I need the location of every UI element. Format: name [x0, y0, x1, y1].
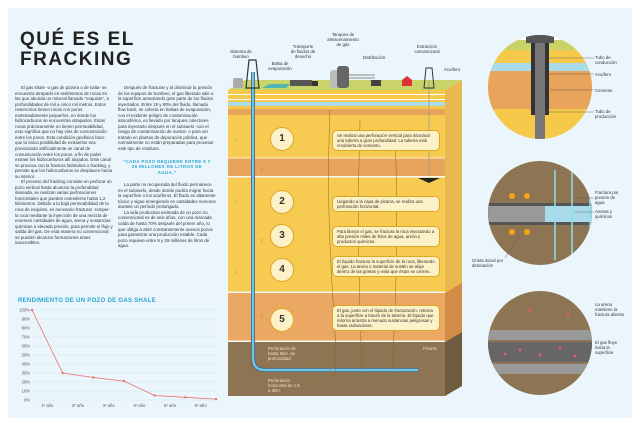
y-tick-label: 30% [22, 371, 31, 376]
label-pump-system: Sistema de bombeo [230, 49, 252, 59]
x-tick-label: 6º año [195, 403, 208, 408]
paragraph: El gas shale -o gas de pizarra o de luti… [15, 85, 112, 179]
detail-circle-gas-flow [488, 291, 592, 395]
label-gas-tanks: Tanques de almacenamiento de gas [327, 32, 359, 47]
step-number: 3 [270, 224, 294, 248]
pull-quote: “CADA POZO REQUIERE ENTRE 9 Y 29 MILLONE… [123, 158, 211, 175]
label-distribution: Distribución [362, 55, 386, 60]
title-line-1: QUÉ ES EL [20, 29, 135, 50]
y-tick-label: 60% [22, 344, 31, 349]
label-gas-flows: El gas fluye hacia la superficie [595, 340, 618, 355]
step-description: El gas, junto con el líquido de fractura… [332, 305, 440, 331]
y-tick-label: 100% [19, 308, 30, 313]
label-conduction-tube: Tubo de conducción [595, 55, 617, 65]
svg-text:↑: ↑ [260, 167, 264, 174]
x-tick-label: 1º año [41, 403, 54, 408]
step-number: 1 [270, 127, 294, 151]
y-tick-label: 80% [22, 326, 31, 331]
y-tick-label: 0% [24, 398, 30, 403]
data-point [30, 308, 34, 312]
label-aquifer: Acuífero [443, 67, 460, 72]
detail-circle-fracture [488, 161, 592, 265]
title-line-2: FRACKING [20, 49, 133, 70]
yield-chart: 0% 10% 20% 30% 40% 50% 60% 70% 80% 90% 100% 1º año 2… [19, 308, 218, 408]
label-evaporation-pond: Balsa de evaporación [268, 61, 292, 71]
data-point [92, 376, 95, 379]
step-description: Para liberar el gas, se fractura la roca… [332, 226, 440, 247]
label-sand-keeps-open: La arena mantiene la fractura abierta [595, 302, 624, 317]
drilling-rig [245, 59, 260, 89]
house [402, 76, 412, 86]
step-description: Llegando a la capa de pizarra, se realiz… [332, 196, 440, 212]
step-number: 2 [270, 190, 294, 214]
gas-tank [337, 66, 349, 88]
data-point [214, 397, 218, 401]
step-description: El líquido fractura la superficie de la … [332, 256, 440, 277]
data-point [184, 396, 187, 399]
y-tick-label: 10% [22, 389, 31, 394]
data-point [153, 394, 156, 397]
truck [290, 80, 312, 86]
label-vertical-depth: Perforación de hasta 5km. de profundidad [268, 346, 296, 361]
label-waste-transport: Transporte de fluidos de desecho [290, 44, 316, 59]
y-tick-label: 50% [22, 353, 31, 358]
svg-text:↑: ↑ [260, 313, 264, 320]
article-column-2: Después de fracturar y al disminuir la p… [118, 85, 216, 249]
evaporation-pond [262, 84, 290, 88]
step-description: Se realiza una perforación vertical para… [332, 130, 440, 151]
gas-pocket [418, 178, 440, 183]
svg-text:←: ← [307, 360, 314, 367]
data-point [61, 371, 64, 375]
article-column-1: El gas shale -o gas de pizarra o de luti… [15, 85, 113, 246]
y-tick-label: 70% [22, 335, 31, 340]
label-conventional-extraction: Extracción convencional [414, 44, 440, 54]
x-tick-label: 3º año [103, 403, 116, 408]
paragraph: La parte no recuperada del fluido perman… [118, 182, 216, 210]
paragraph: La vida productiva estimada de un pozo n… [118, 209, 213, 249]
chart-title: RENDIMIENTO DE UN POZO DE GAS SHALE [18, 298, 157, 304]
y-tick-label: 40% [22, 362, 31, 367]
x-tick-label: 5º año [164, 403, 177, 408]
aquifer-layer [228, 102, 445, 106]
flow-arrows: ↓ ↑ ↓ ↑ ↓ ↑ ↓ ← → [234, 136, 314, 381]
distribution-station [371, 80, 381, 86]
conventional-rig [423, 67, 435, 89]
label-horizontal-length: Perforación horizontal de 1.5 a 3km. [268, 378, 300, 393]
paragraph: El proceso del fracking consiste en perf… [15, 179, 113, 246]
y-tick-label: 90% [22, 317, 31, 322]
step-number: 5 [270, 308, 294, 332]
surface-facilities [233, 59, 435, 89]
svg-text:↓: ↓ [234, 356, 238, 363]
svg-text:↓: ↓ [234, 268, 238, 275]
label-initial-crack: Grieta inicial por detonación [472, 258, 504, 268]
y-tick-label: 20% [22, 380, 31, 385]
step-number: 4 [270, 258, 294, 282]
svg-text:↓: ↓ [234, 136, 238, 143]
svg-text:→: → [307, 374, 314, 381]
label-cement: Cemento [595, 88, 613, 93]
data-point [122, 379, 126, 383]
label-production-tube: Tubo de producción [595, 109, 617, 119]
label-water-fracture: Fractura por presión de agua [595, 190, 619, 205]
label-aquifer-detail: Acuífero [595, 72, 612, 77]
x-tick-label: 2º año [72, 403, 85, 408]
paragraph: Después de fracturar y al disminuir la p… [118, 85, 214, 152]
svg-text:↑: ↑ [260, 238, 264, 245]
x-tick-label: 4º año [133, 403, 146, 408]
label-sand-chemicals: Arenas y químicos [595, 209, 613, 219]
callout-lines [504, 57, 594, 259]
label-shale: Pizarra [423, 346, 437, 351]
svg-text:↓: ↓ [234, 198, 238, 205]
